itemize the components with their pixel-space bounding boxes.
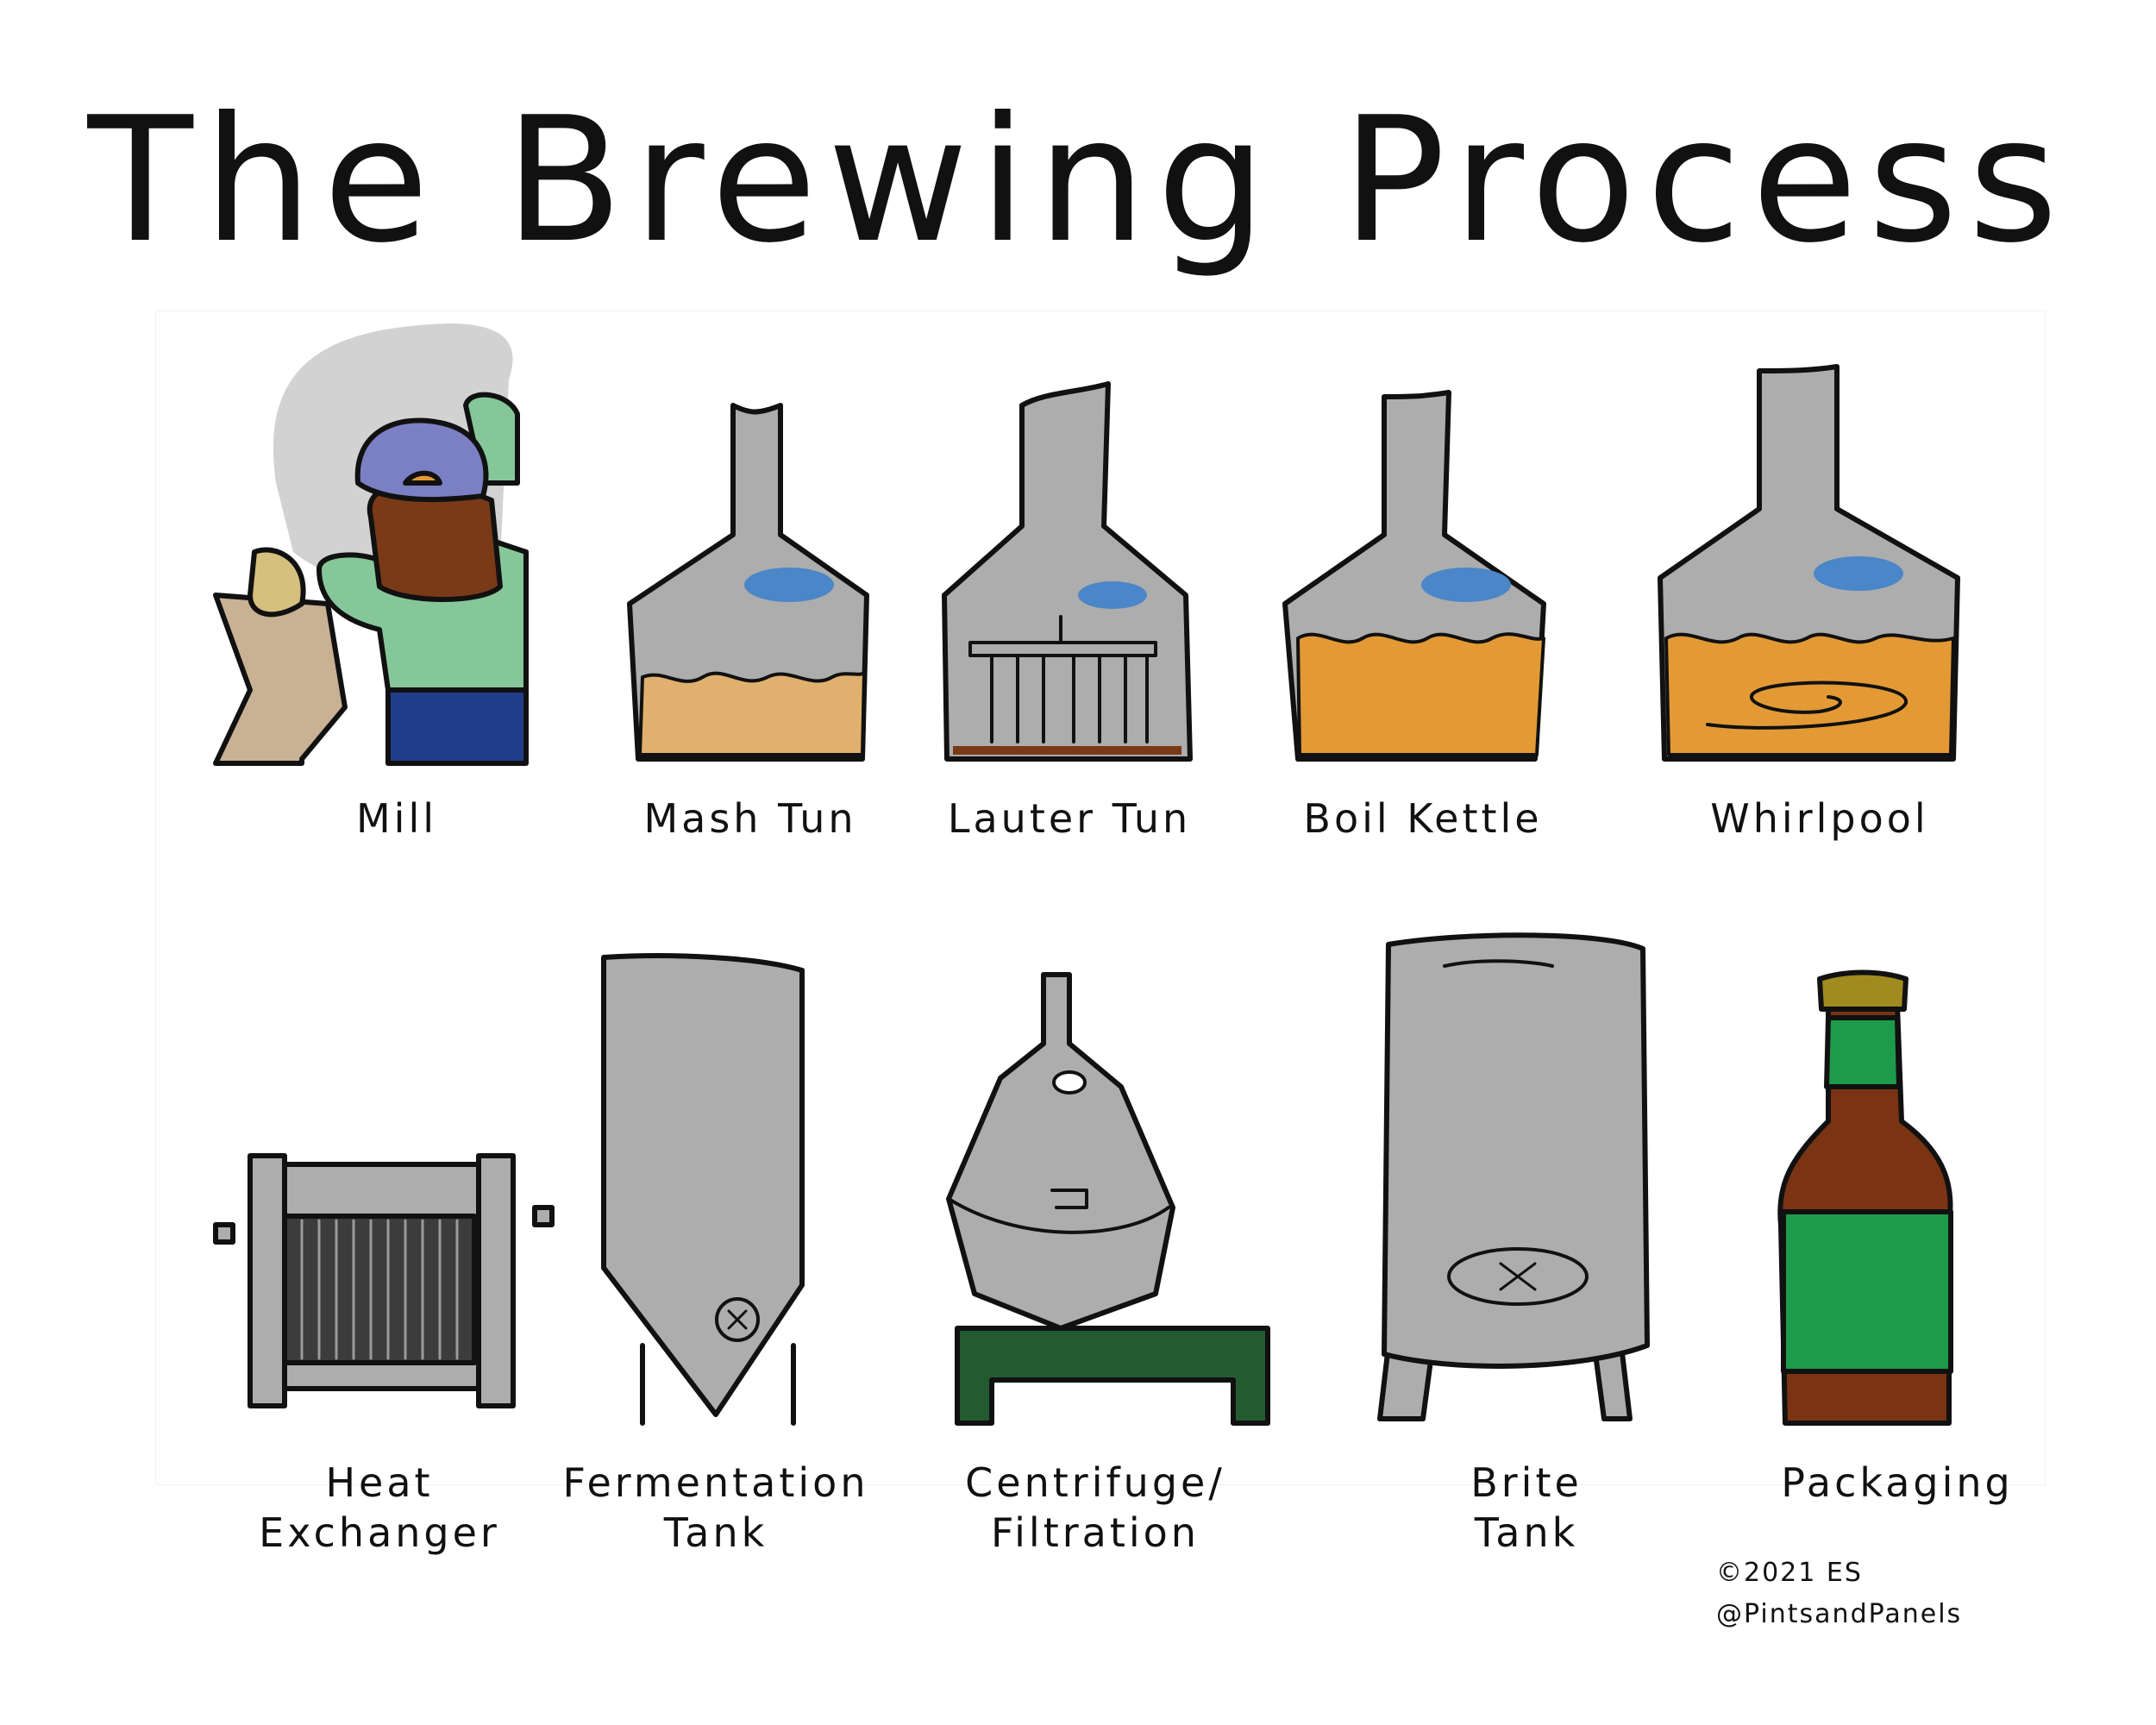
step-label-whirlpool: Whirlpool: [1710, 795, 1929, 842]
social-handle: @PintsandPanels: [1716, 1599, 1963, 1629]
heat-exchanger-illustration: [213, 1153, 555, 1408]
copyright-text: ©2021 ES: [1716, 1558, 1863, 1588]
brite-tank-illustration: [1377, 932, 1650, 1421]
step-label-heat-exchanger: Heat Exchanger: [259, 1459, 500, 1556]
mash-tun-illustration: [627, 403, 869, 762]
step-label-centrifuge-filtration: Centrifuge/ Filtration: [965, 1459, 1225, 1556]
beer-bottle-illustration: [1777, 969, 1953, 1426]
centrifuge-illustration: [946, 972, 1270, 1426]
step-label-lauter-tun: Lauter Tun: [947, 795, 1192, 842]
step-label-fermentation-tank: Fermentation Tank: [562, 1459, 869, 1556]
step-label-packaging: Packaging: [1781, 1459, 2014, 1506]
step-label-mash-tun: Mash Tun: [643, 795, 857, 842]
step-label-boil-kettle: Boil Kettle: [1303, 795, 1543, 842]
mill-illustration: [213, 323, 529, 766]
step-label-mill: Mill: [355, 795, 438, 842]
boil-kettle-illustration: [1282, 390, 1546, 762]
lauter-tun-illustration: [942, 381, 1193, 762]
credit-block: ©2021 ES @PintsandPanels: [1716, 1552, 1962, 1635]
fermentation-tank-illustration: [601, 953, 805, 1426]
page-title: The Brewing Process: [87, 80, 2069, 281]
whirlpool-illustration: [1658, 364, 1960, 762]
step-label-brite-tank: Brite Tank: [1470, 1459, 1583, 1556]
